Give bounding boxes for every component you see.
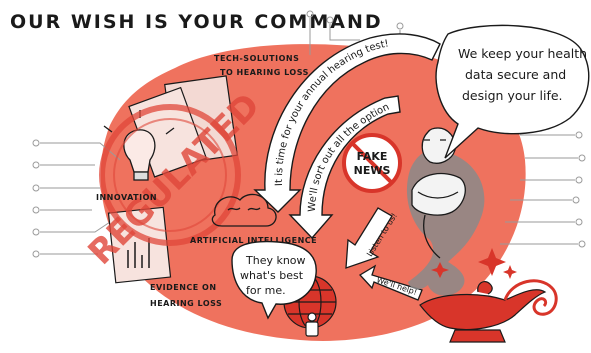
paper-bar-chart-icon (127, 238, 150, 268)
label-evidence-line1: EVIDENCE ON (150, 283, 217, 292)
label-tech-solutions-line2: TO HEARING LOSS (220, 68, 309, 77)
genie-bubble-line3: design your life. (462, 88, 563, 103)
person-bubble-line2: what's best (240, 269, 304, 282)
person-bubble-line3: for me. (246, 284, 286, 297)
label-artificial-intelligence: ARTIFICIAL INTELLIGENCE (190, 236, 317, 245)
magic-lamp-icon (419, 279, 558, 343)
person-icon (305, 312, 319, 337)
left-connector-lines (32, 139, 121, 258)
brain-icon (211, 193, 277, 227)
label-innovation: INNOVATION (96, 193, 157, 202)
lightbulb-icon (103, 110, 175, 181)
fake-news-line2: NEWS (354, 164, 391, 177)
sparkle-icons (431, 248, 517, 279)
label-tech-solutions-line1: TECH-SOLUTIONS (214, 54, 299, 63)
person-speech-bubble: They know what's best for me. (231, 240, 317, 320)
page-title: OUR WISH IS YOUR COMMAND (10, 11, 383, 33)
genie-bubble-line2: data secure and (465, 67, 566, 82)
person-bubble-line1: They know (245, 254, 306, 267)
right-connector-lines (500, 131, 586, 248)
label-evidence-line2: HEARING LOSS (150, 299, 222, 308)
fake-news-sign: FAKE NEWS (342, 133, 402, 193)
genie-speech-bubble: We keep your health data secure and desi… (435, 24, 590, 159)
genie-bubble-line1: We keep your health (458, 46, 587, 61)
fake-news-line1: FAKE (357, 150, 388, 163)
